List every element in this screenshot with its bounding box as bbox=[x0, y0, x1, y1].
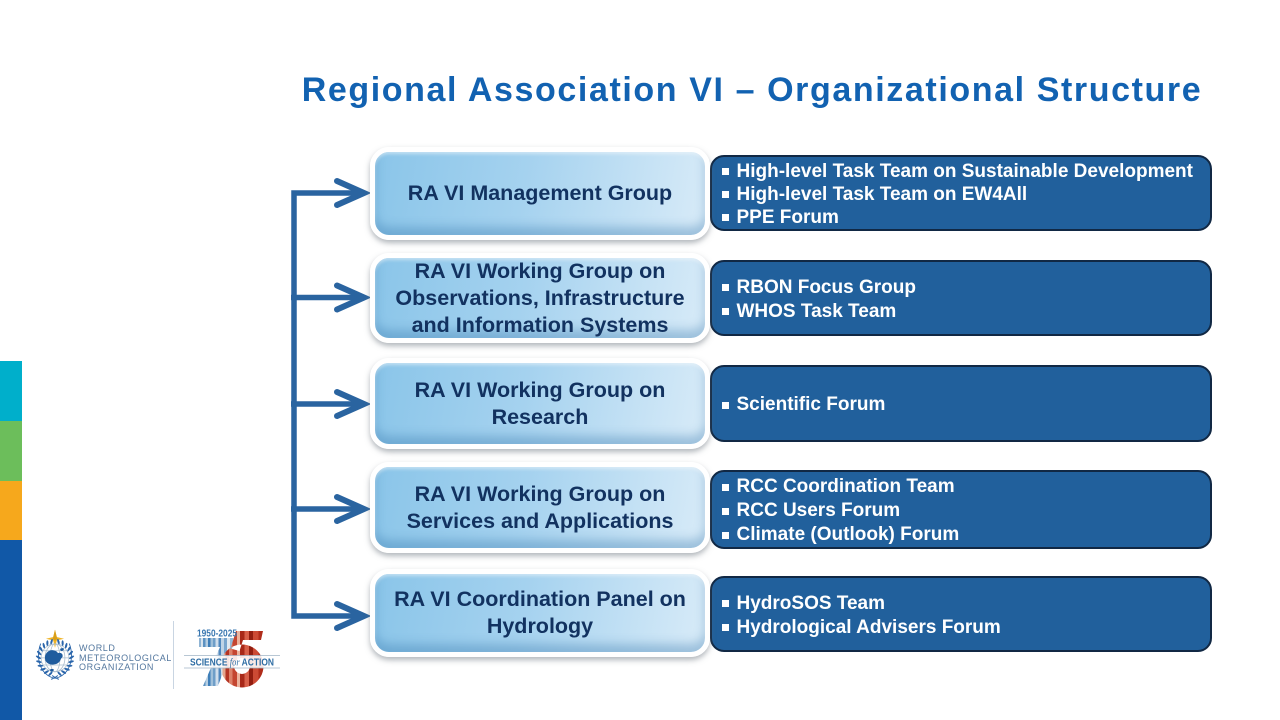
svg-text:1950-2025: 1950-2025 bbox=[197, 629, 237, 640]
svg-text:SCIENCE for ACTION: SCIENCE for ACTION bbox=[190, 657, 274, 669]
